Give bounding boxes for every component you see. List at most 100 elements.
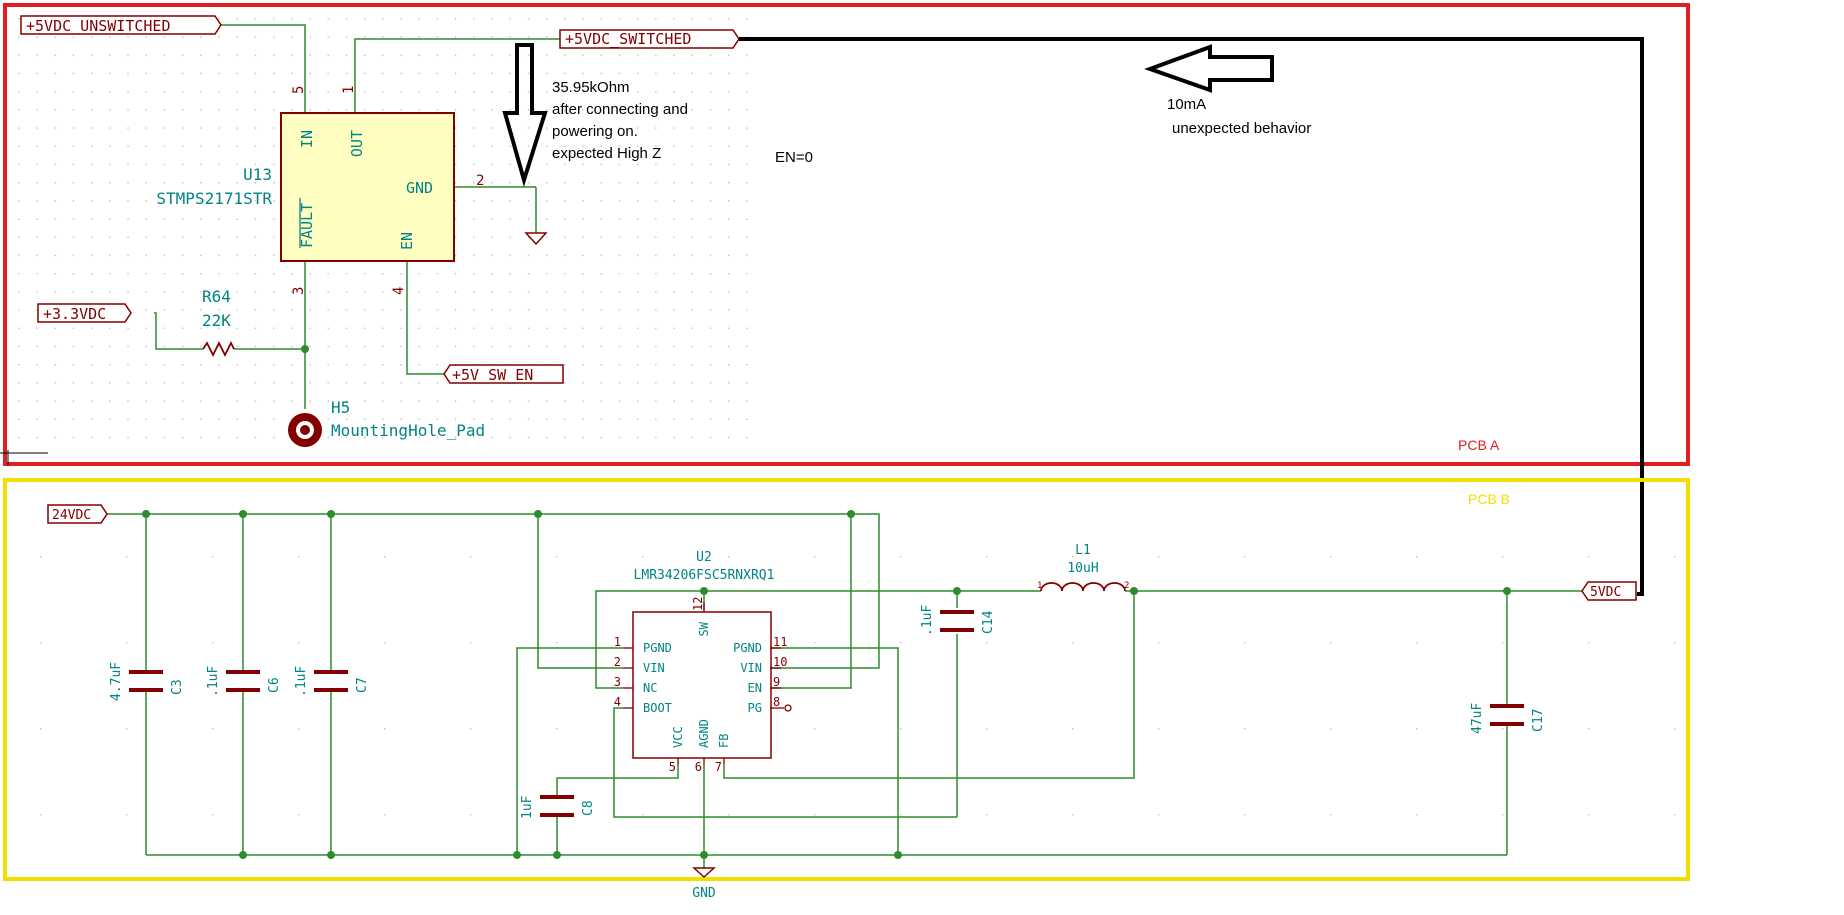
u2-pin-vin-r: VIN	[740, 661, 762, 675]
u2-pin-nc: NC	[643, 681, 657, 695]
u13-pin-in-label: IN	[298, 130, 316, 148]
u13-pin4-num: 4	[391, 287, 407, 295]
pg-pin-end	[784, 704, 792, 712]
u2-pin-vin-l: VIN	[643, 661, 665, 675]
u13-pin5-num: 5	[291, 86, 307, 94]
u2-pin1-num: 1	[614, 635, 621, 649]
u2-pin7-num: 7	[715, 760, 722, 774]
c8-ref: C8	[581, 800, 596, 816]
u2-pin-agnd: AGND	[697, 719, 711, 748]
u13-pin-en-label: EN	[398, 232, 416, 250]
label-5v-sw-en[interactable]: +5V_SW_EN	[443, 364, 564, 384]
u13-value: STMPS2171STR	[156, 189, 272, 208]
u2-pin-pgnd-r: PGND	[733, 641, 762, 655]
c8-capacitor[interactable]: 1uF C8	[520, 795, 596, 819]
label-5vdc[interactable]: 5VDC	[1581, 581, 1637, 601]
current-value-note: 10mA	[1167, 96, 1206, 113]
u2-ref: U2	[696, 550, 712, 565]
measurement-line1: 35.95kOhm	[552, 79, 630, 96]
corner-tick	[0, 450, 48, 465]
u2-value: LMR34206FSC5RNXRQ1	[634, 568, 775, 583]
u2-buck-regulator[interactable]: U2 LMR34206FSC5RNXRQ1 PGND VIN NC BOOT S…	[614, 550, 792, 774]
u2-pin6-num: 6	[695, 760, 702, 774]
label-5v-sw-en-shape	[443, 364, 564, 384]
label-3v3dc[interactable]: +3.3VDC	[37, 303, 132, 323]
h5-value: MountingHole_Pad	[331, 421, 485, 440]
u2-pin2-num: 2	[614, 655, 621, 669]
label-5v-sw-en-text: +5V_SW_EN	[452, 366, 533, 384]
label-5vdc-switched-text: +5VDC_SWITCHED	[565, 30, 691, 48]
pcb-a-wires	[154, 24, 560, 409]
h5-mounting-hole[interactable]: H5 MountingHole_Pad	[288, 398, 485, 447]
label-5vdc-unswitched-shape	[20, 15, 222, 35]
u2-pin12-num: 12	[691, 597, 705, 611]
l1-pin2-num: 2	[1124, 581, 1129, 591]
en-state-note: EN=0	[775, 149, 813, 166]
c7-value: .1uF	[294, 666, 309, 697]
c3-capacitor[interactable]: 4.7uF C3	[109, 662, 185, 701]
u2-pin3-num: 3	[614, 675, 621, 689]
pcb-b-label: PCB B	[1468, 491, 1510, 507]
r64-zigzag	[202, 340, 235, 358]
label-5vdc-unswitched-text: +5VDC_UNSWITCHED	[26, 17, 171, 35]
c6-capacitor[interactable]: .1uF C6	[206, 666, 282, 697]
l1-coil	[1040, 582, 1126, 592]
pcb-a-label: PCB A	[1458, 437, 1500, 453]
l1-pin1-num: 1	[1037, 581, 1042, 591]
label-5vdc-unswitched[interactable]: +5VDC_UNSWITCHED	[20, 15, 222, 35]
c7-ref: C7	[355, 677, 370, 693]
label-3v3dc-text: +3.3VDC	[43, 305, 106, 323]
c8-value: 1uF	[520, 795, 535, 819]
label-5vdc-text: 5VDC	[1590, 585, 1621, 600]
gnd-symbol-shape	[692, 867, 716, 879]
c7-capacitor[interactable]: .1uF C7	[294, 666, 370, 697]
u2-pin-sw: SW	[697, 621, 711, 636]
u13-pin1-num: 1	[341, 86, 357, 94]
u2-pin10-num: 10	[773, 655, 787, 669]
pcb-b-junctions	[142, 510, 1511, 859]
u2-pin8-num: 8	[773, 695, 780, 709]
c3-ref: C3	[170, 679, 185, 695]
u2-pin-vcc: VCC	[671, 726, 685, 748]
l1-ref: L1	[1075, 543, 1091, 558]
label-5vdc-switched[interactable]: +5VDC_SWITCHED	[559, 29, 740, 49]
pcb-b-border	[3, 478, 1690, 881]
r64-resistor[interactable]: R64 22K	[202, 287, 235, 358]
measurement-line4: expected High Z	[552, 145, 661, 162]
c14-capacitor[interactable]: .1uF C14	[920, 605, 996, 636]
pcb-b-wires	[107, 513, 1582, 868]
label-24vdc-text: 24VDC	[52, 508, 91, 523]
c17-capacitor[interactable]: 47uF C17	[1470, 703, 1546, 734]
label-3v3dc-shape	[37, 303, 132, 323]
h5-ref: H5	[331, 398, 350, 417]
l1-inductor[interactable]: L1 10uH 1 2	[1037, 543, 1129, 592]
u2-pin-boot: BOOT	[643, 701, 672, 715]
external-5v-link	[739, 37, 1644, 596]
u13-pin-gnd-label: GND	[406, 179, 433, 197]
u2-pin11-num: 11	[773, 635, 787, 649]
u13-pin3-num: 3	[291, 287, 307, 295]
current-desc-note: unexpected behavior	[1172, 120, 1311, 137]
ground-symbol	[524, 232, 548, 246]
c3-value: 4.7uF	[109, 662, 124, 701]
grid-dots-lower	[10, 480, 1690, 880]
u2-pin-fb: FB	[717, 734, 731, 748]
junction-dot	[301, 345, 309, 353]
u2-pin-pg: PG	[748, 701, 762, 715]
c17-ref: C17	[1531, 709, 1546, 732]
u13-pin2-num: 2	[476, 173, 484, 189]
measurement-line3: powering on.	[552, 123, 638, 140]
down-arrow	[502, 43, 548, 187]
u13-body	[280, 112, 455, 262]
u13-power-switch[interactable]: U13 STMPS2171STR IN OUT GND FAULT EN 5 1…	[156, 86, 484, 295]
u2-pin9-num: 9	[773, 675, 780, 689]
u13-ref: U13	[243, 165, 272, 184]
u13-pin-fault-label: FAULT	[298, 203, 316, 248]
c14-value: .1uF	[920, 605, 935, 636]
pcb-a-region: PCB A U13 STMPS2171STR IN OUT GND FAULT …	[0, 3, 1690, 466]
c17-value: 47uF	[1470, 703, 1485, 734]
u2-pin-pgnd-l: PGND	[643, 641, 672, 655]
l1-value: 10uH	[1067, 561, 1098, 576]
label-24vdc[interactable]: 24VDC	[47, 504, 108, 524]
